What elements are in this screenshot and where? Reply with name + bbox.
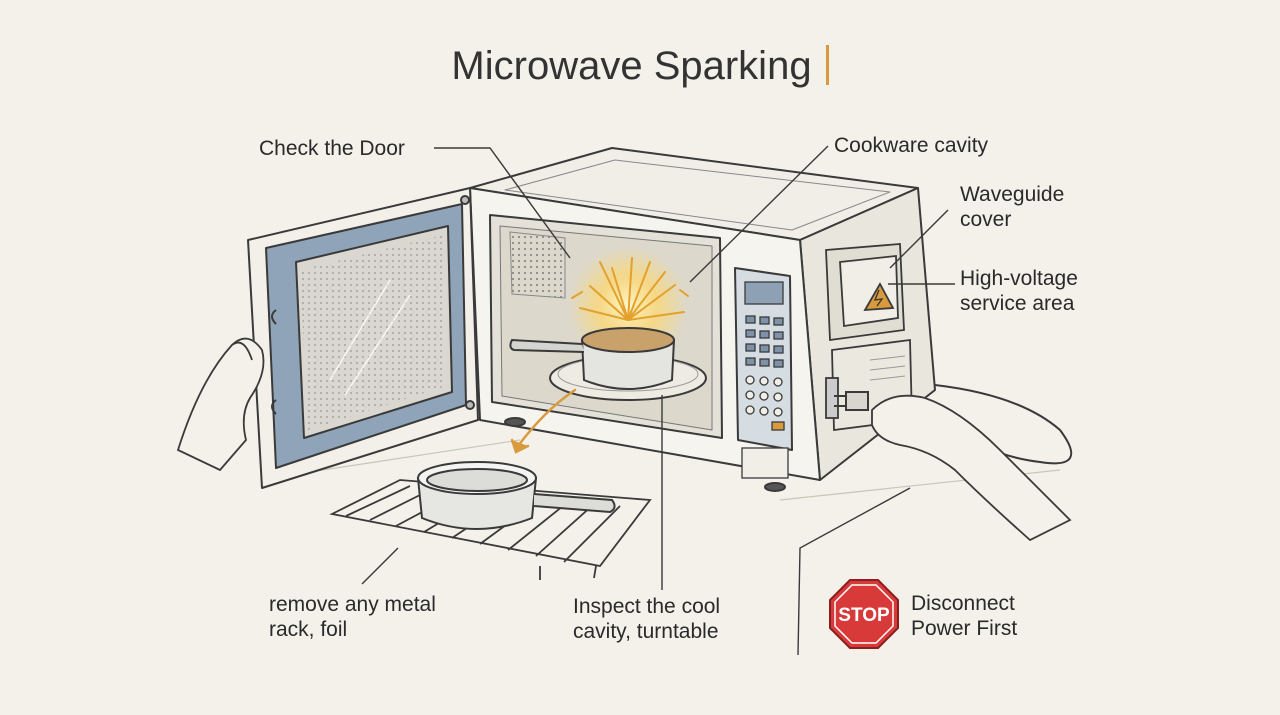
- leader-lines: [361, 145, 955, 656]
- label-disconnect-power: Disconnect Power First: [911, 592, 1018, 640]
- label-inspect-cavity: Inspect the cool cavity, turntable: [573, 595, 721, 643]
- label-high-voltage: High-voltage service area: [960, 267, 1078, 315]
- label-waveguide-cover: Waveguide cover: [960, 183, 1065, 231]
- cavity-vent-grill: [509, 231, 566, 299]
- leader-disconnect: [797, 487, 911, 656]
- display-screen: [744, 281, 784, 305]
- leader-check-door: [434, 147, 571, 259]
- remove-arrow: [510, 388, 577, 454]
- leader-remove-metal: [361, 547, 399, 585]
- diagram-title: Microwave Sparking: [0, 44, 1280, 89]
- cookware-pot-removed: [416, 461, 616, 530]
- waveguide-cover: [839, 255, 899, 328]
- label-cookware-cavity: Cookware cavity: [834, 134, 989, 157]
- right-hand: [871, 394, 1072, 542]
- left-hand: [176, 337, 265, 472]
- leader-waveguide: [889, 209, 949, 269]
- control-panel: [741, 281, 789, 479]
- high-voltage-warning-icon: [863, 282, 895, 312]
- spark-burst: [571, 257, 689, 321]
- title-text: Microwave Sparking: [451, 44, 812, 88]
- label-remove-metal: remove any metal rack, foil: [269, 593, 436, 641]
- stop-sign-icon: STOP: [829, 579, 899, 649]
- leader-cookware-cavity: [689, 145, 829, 283]
- title-accent-bar: [825, 45, 829, 85]
- label-check-door: Check the Door: [259, 137, 405, 160]
- stop-sign-text: STOP: [838, 605, 890, 626]
- microwave-door: [247, 187, 479, 489]
